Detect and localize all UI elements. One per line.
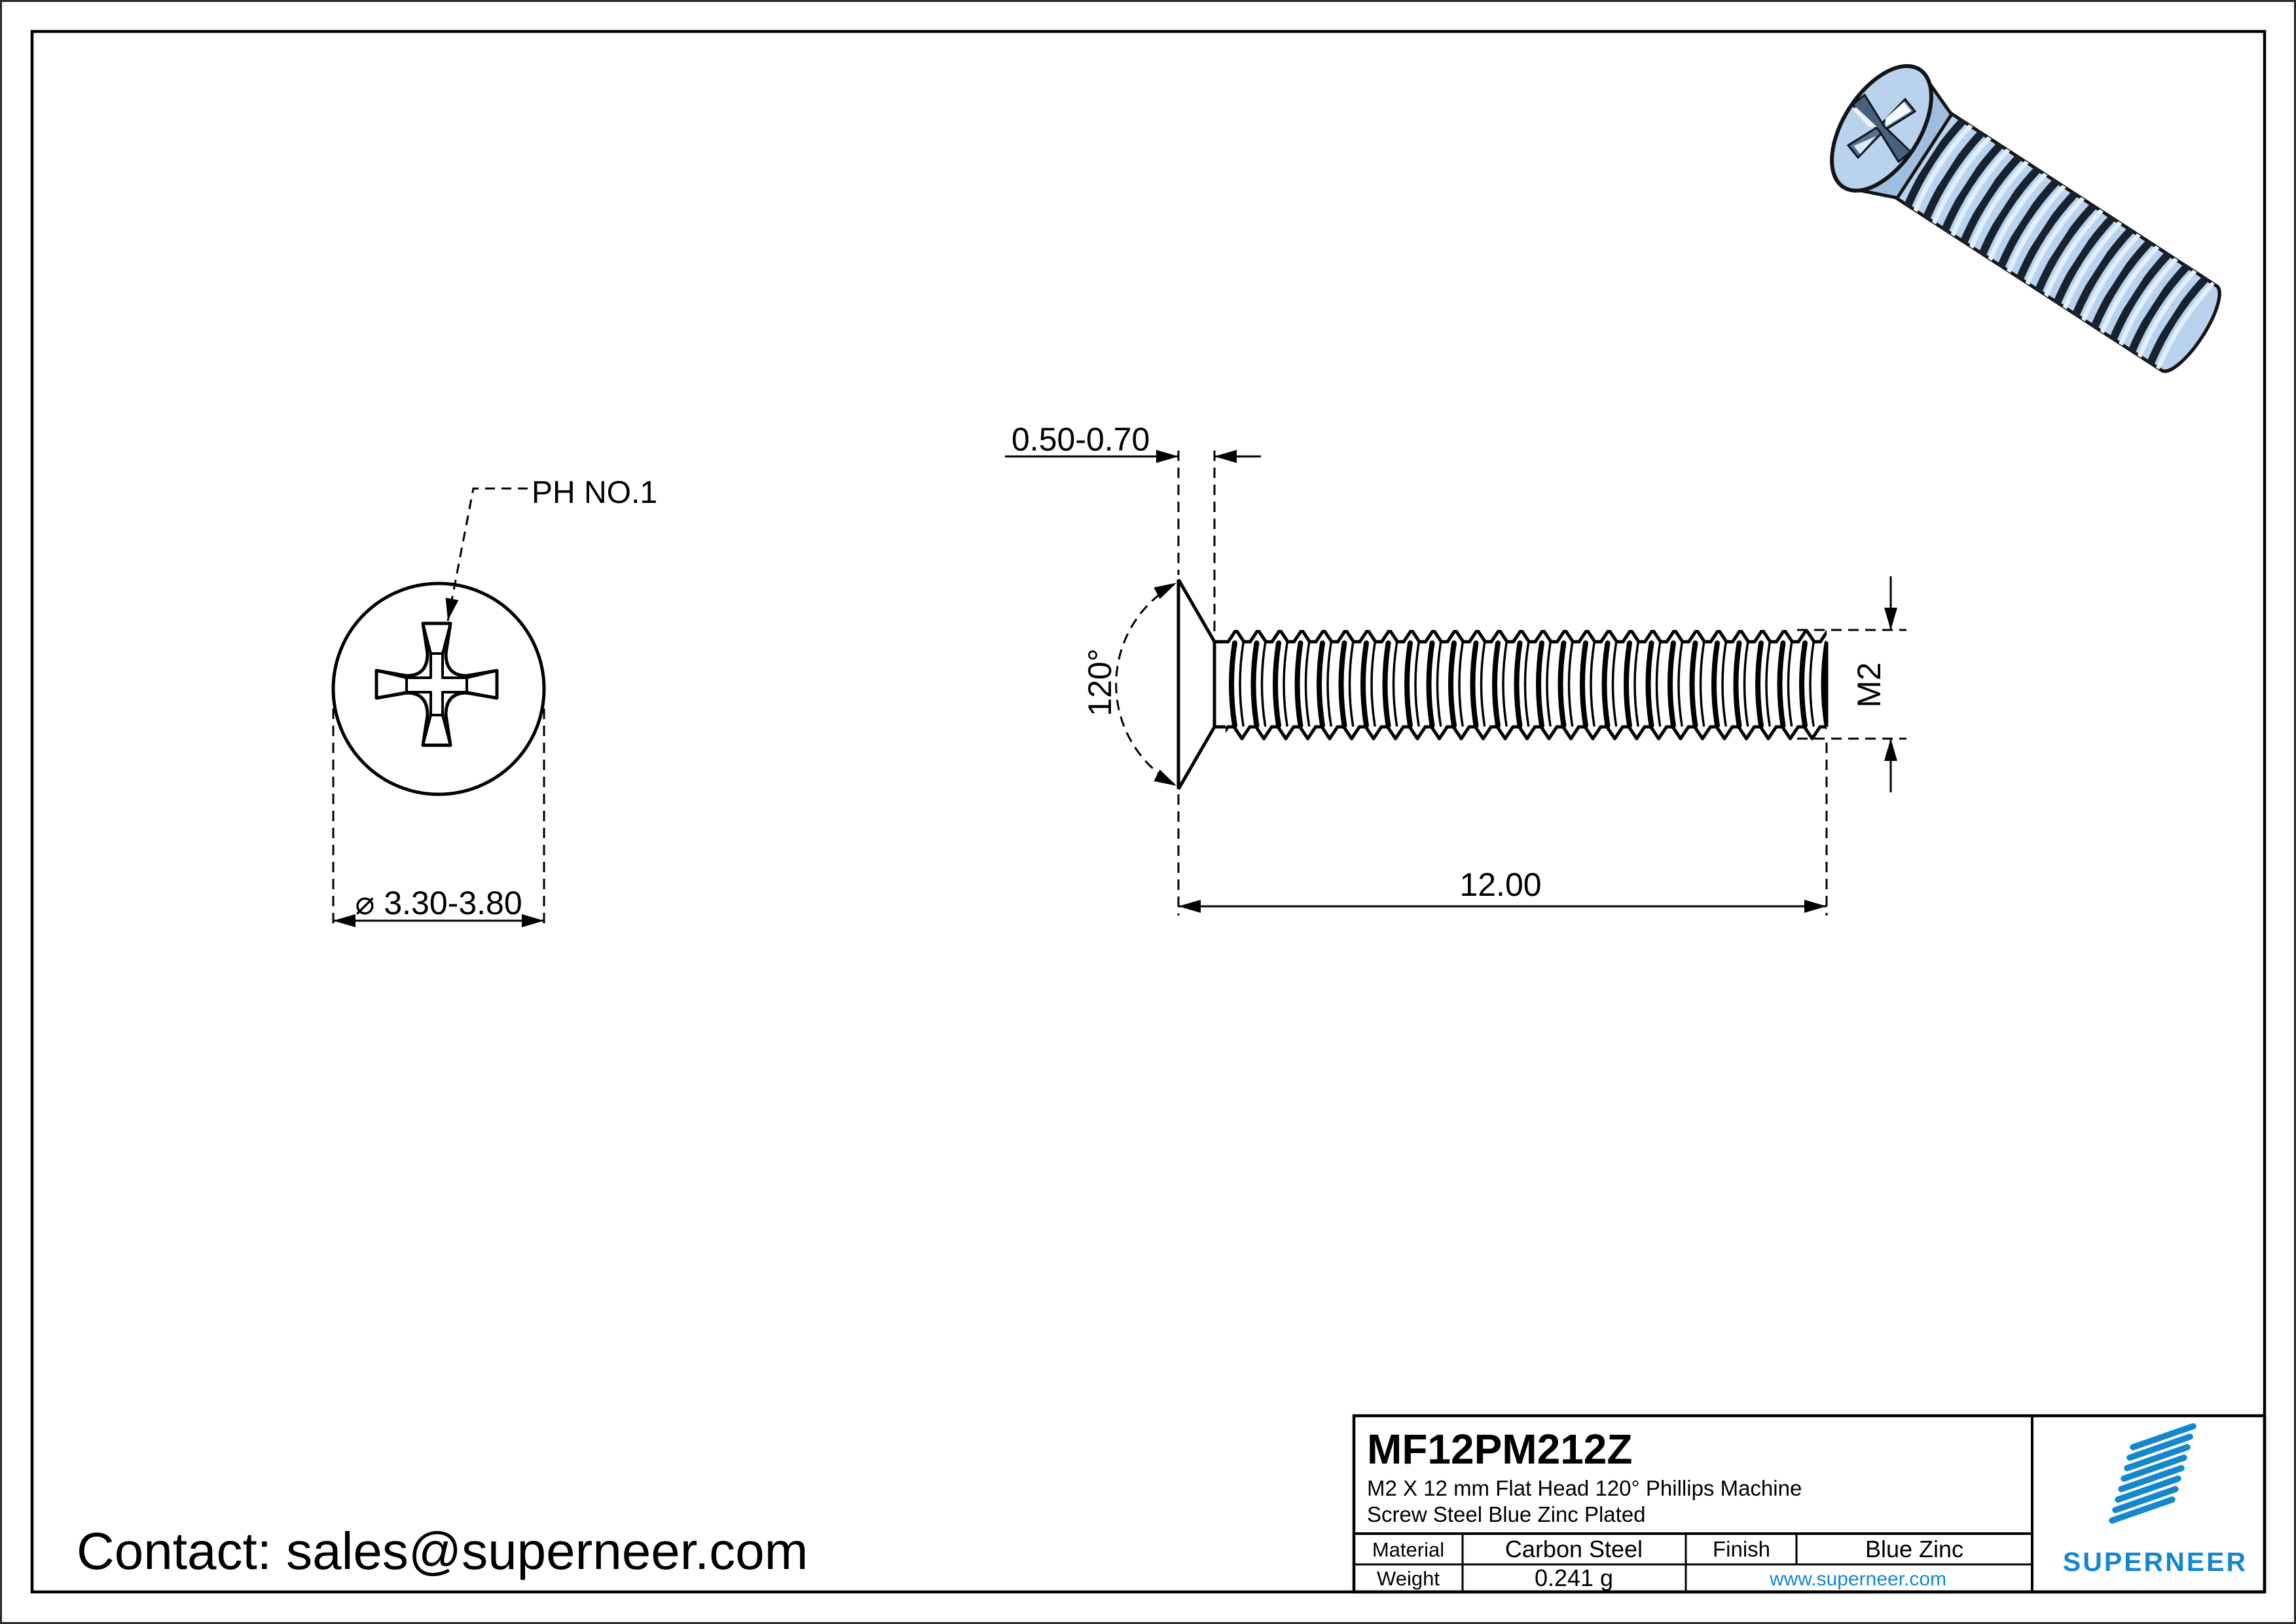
head-outline (331, 581, 546, 796)
countersink-angle-dimension: 120° (1082, 577, 1180, 792)
title-block-grid (1352, 1414, 2267, 1594)
diameter-dimension: ⌀ 3.30-3.80 (332, 709, 545, 930)
material-value: Carbon Steel (1505, 1536, 1643, 1562)
drive-label: PH NO.1 (532, 475, 657, 510)
drive-leader (441, 487, 528, 622)
description-line-2: Screw Steel Blue Zinc Plated (1367, 1502, 1646, 1526)
website-link[interactable]: www.superneer.com (1769, 1568, 1946, 1590)
weight-label: Weight (1377, 1567, 1440, 1590)
countersink-angle-text: 120° (1082, 648, 1118, 716)
phillips-cross (374, 621, 499, 747)
side-head (1176, 578, 1226, 790)
finish-label: Finish (1713, 1537, 1770, 1561)
thread-size-dimension: M2 (1797, 576, 1906, 792)
part-number: MF12PM212Z (1367, 1426, 1632, 1473)
brand-name: SUPERNEER (2063, 1547, 2248, 1577)
head-front-view: PH NO.1 ⌀ 3.30-3.80 (331, 475, 657, 930)
head-height-dimension: 0.50-0.70 (1005, 421, 1261, 637)
phillips-recess (1846, 93, 1917, 164)
thread-stripes (1901, 116, 2215, 370)
diameter-dim-text: ⌀ 3.30-3.80 (355, 885, 522, 921)
title-block: MF12PM212Z M2 X 12 mm Flat Head 120° Phi… (1352, 1414, 2267, 1594)
contact-text: Contact: sales@superneer.com (77, 1522, 808, 1580)
length-dim-text: 12.00 (1459, 866, 1541, 903)
head-height-dim-text: 0.50-0.70 (1011, 421, 1150, 458)
superneer-logo: SUPERNEER (2063, 1423, 2248, 1577)
length-dimension: 12.00 (1177, 743, 1828, 915)
finish-value: Blue Zinc (1865, 1536, 1963, 1562)
material-label: Material (1372, 1538, 1444, 1561)
screw-3d-render (1830, 64, 2221, 373)
weight-value: 0.241 g (1535, 1564, 1613, 1591)
logo-stripes-icon (2109, 1423, 2196, 1524)
side-view: 0.50-0.70 120° M2 12.00 (1005, 421, 1906, 915)
thread-size-text: M2 (1851, 662, 1887, 707)
description-line-1: M2 X 12 mm Flat Head 120° Phillips Machi… (1367, 1476, 1802, 1500)
thread-profile (1226, 628, 1827, 741)
